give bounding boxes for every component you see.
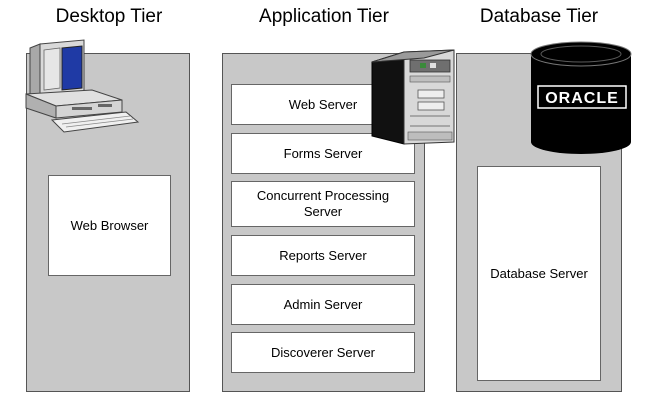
database-server-box: Database Server (477, 166, 601, 381)
admin-server-box: Admin Server (231, 284, 415, 325)
reports-server-box: Reports Server (231, 235, 415, 276)
web-browser-box: Web Browser (48, 175, 171, 276)
discoverer-server-box: Discoverer Server (231, 332, 415, 373)
application-tier-title: Application Tier (259, 6, 389, 27)
concurrent-processing-server-box: Concurrent Processing Server (231, 181, 415, 227)
oracle-database-cylinder-icon: ORACLE (530, 41, 632, 154)
oracle-logo-text: ORACLE (545, 90, 619, 107)
desktop-computer-icon (25, 39, 140, 133)
forms-server-box: Forms Server (231, 133, 415, 174)
server-tower-icon (371, 49, 455, 145)
desktop-tier-title: Desktop Tier (55, 6, 163, 27)
database-tier-title: Database Tier (479, 6, 599, 27)
